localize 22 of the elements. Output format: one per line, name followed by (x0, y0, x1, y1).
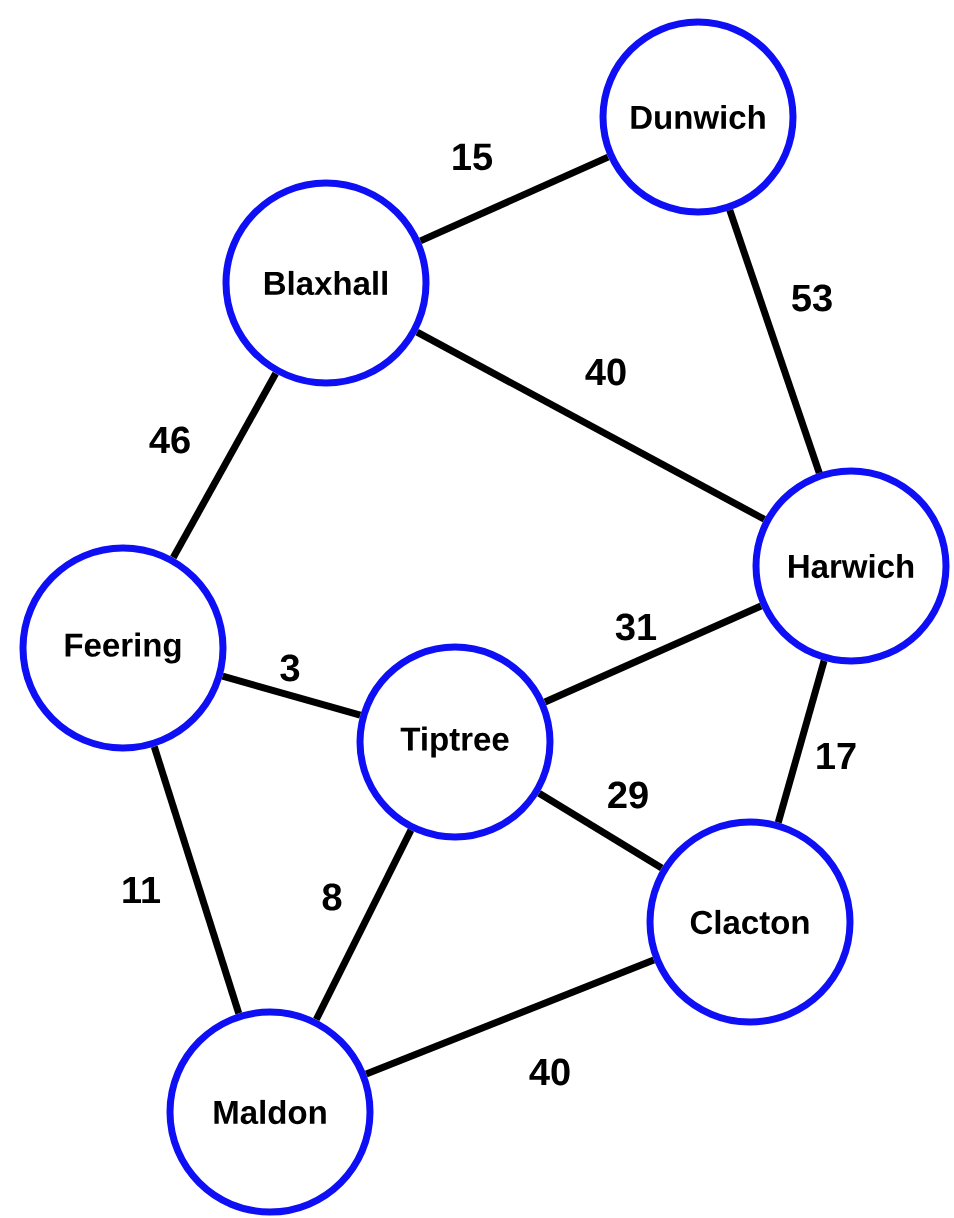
road-line (726, 209, 823, 474)
edge-label: 15 (453, 143, 493, 171)
edge-label: 29 (608, 781, 648, 809)
road-line (537, 790, 664, 872)
edge-label: 8 (322, 883, 342, 911)
edge-label: 11 (123, 876, 161, 904)
edge-label: 40 (585, 358, 626, 386)
edge-label: 53 (792, 284, 832, 312)
edge-label: 17 (817, 742, 856, 770)
road-line (150, 745, 243, 1015)
road-line (543, 602, 763, 706)
road-line (170, 371, 279, 560)
road-line (774, 659, 828, 824)
road-line (364, 956, 656, 1078)
road-line (313, 828, 415, 1021)
edge-label: 40 (529, 1058, 570, 1086)
road-line (415, 329, 766, 523)
road-line (221, 672, 362, 719)
edge-label: 31 (615, 613, 657, 641)
edge-label: 46 (149, 426, 190, 454)
road-line (419, 153, 610, 245)
edge-label: 3 (280, 654, 300, 682)
